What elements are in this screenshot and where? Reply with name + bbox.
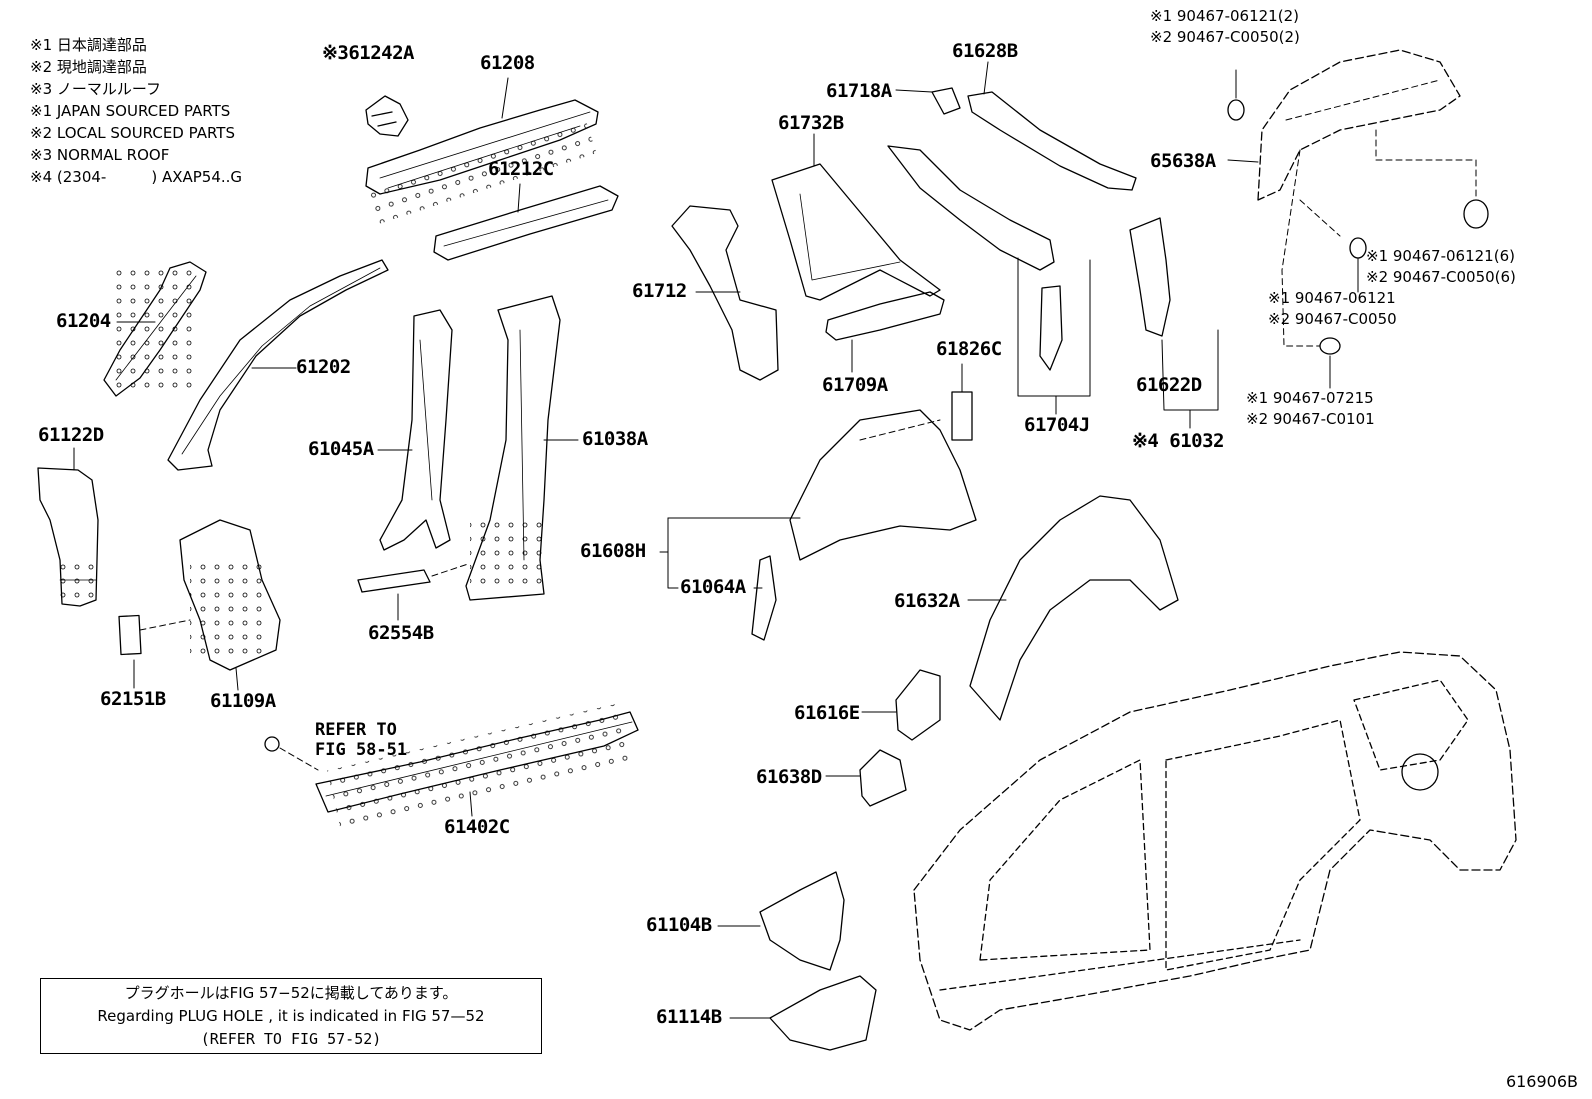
part-65638A-shape [1257,49,1461,201]
part-number-61709A[interactable]: 61709A [822,374,888,396]
part-61045A-shape [379,309,453,551]
refer-line: REFER TO [315,720,397,740]
part-61202-shape [167,259,389,471]
part-61638D-shape [859,749,907,807]
legend-item: ※3 ノーマルルーフ [30,80,161,98]
part-number-61632A[interactable]: 61632A [894,590,960,612]
part-62151B-shape [118,614,142,656]
part-61122D-shape [37,467,99,607]
fastener-note-top: ※1 90467-06121(2) ※2 90467-C0050(2) [1150,6,1300,48]
body-side-assembly [913,651,1517,1031]
part-number-61704J[interactable]: 61704J [1024,414,1090,436]
fastener-note-line[interactable]: ※1 90467-06121(6) [1366,247,1515,265]
part-number-61402C[interactable]: 61402C [444,816,510,838]
refer-note: REFER TO FIG 58-51 [315,720,407,760]
part-number-61204[interactable]: 61204 [56,310,111,332]
part-number-61712[interactable]: 61712 [632,280,687,302]
fastener-screw-low [1281,149,1341,389]
fastener-clip-mid [1299,199,1367,293]
part-number-61114B[interactable]: 61114B [656,1006,722,1028]
legend-item: ※2 現地調達部品 [30,58,147,76]
part-number-61045A[interactable]: 61045A [308,438,374,460]
part-number-61109A[interactable]: 61109A [210,690,276,712]
part-61628B-shape [967,91,1137,191]
legend-item: ※3 NORMAL ROOF [30,146,170,164]
part-61608H-shape [789,409,977,561]
part-number-61608H[interactable]: 61608H [580,540,646,562]
part-number-65638A[interactable]: 65638A [1150,150,1216,172]
part-number-62554B[interactable]: 62554B [368,622,434,644]
legend-item: ※2 LOCAL SOURCED PARTS [30,124,235,142]
legend-item: ※1 日本調達部品 [30,36,147,54]
part-number-61732B[interactable]: 61732B [778,112,844,134]
diagram-code: 616906B [1505,1072,1578,1091]
part-number-61032[interactable]: ※4 61032 [1132,430,1225,452]
fastener-note-low: ※1 90467-07215 ※2 90467-C0101 [1246,388,1375,430]
part-61208-shape [365,99,599,225]
legend: ※1 日本調達部品 ※2 現地調達部品 ※3 ノーマルルーフ ※1 JAPAN … [30,34,242,188]
plug-note-en: Regarding PLUG HOLE , it is indicated in… [97,1007,485,1025]
legend-item: ※4 (2304- ) AXAP54..G [30,168,243,186]
part-61038A-shape [465,295,561,601]
fastener-note-line[interactable]: ※2 90467-C0050(6) [1366,268,1516,286]
part-61242A-shape [365,95,409,137]
part-number-61104B[interactable]: 61104B [646,914,712,936]
part-61632A-shape [969,495,1179,721]
fastener-note-line[interactable]: ※2 90467-C0101 [1246,410,1375,428]
part-number-61212C[interactable]: 61212C [488,158,554,180]
part-61718A-shape [931,87,961,115]
fastener-note-line[interactable]: ※2 90467-C0050(2) [1150,28,1300,46]
fastener-note-mid: ※1 90467-06121 ※2 90467-C0050 [1268,288,1397,330]
part-61114B-shape [769,975,877,1051]
part-61064A-shape [751,555,777,641]
part-number-61202[interactable]: 61202 [296,356,351,378]
part-number-61122D[interactable]: 61122D [38,424,104,446]
legend-item: ※1 JAPAN SOURCED PARTS [30,102,231,120]
part-number-61718A[interactable]: 61718A [826,80,892,102]
part-61826C-shape [951,391,973,441]
part-62554B-shape [357,569,431,593]
part-number-61622D[interactable]: 61622D [1136,374,1202,396]
plug-hole-note: プラグホールはFIG 57−52に掲載してあります。 Regarding PLU… [40,978,542,1054]
part-61709A-shape [825,291,945,341]
plug-note-jp: プラグホールはFIG 57−52に掲載してあります。 [124,984,458,1002]
part-number-61638D[interactable]: 61638D [756,766,822,788]
part-61212C-shape [433,185,619,261]
part-61732B-shape [771,163,941,301]
refer-line[interactable]: FIG 58-51 [315,740,408,760]
plug-note-refer[interactable]: (REFER TO FIG 57-52) [200,1030,382,1048]
part-number-61208[interactable]: 61208 [480,52,535,74]
part-number-61064A[interactable]: 61064A [680,576,746,598]
part-number-61826C[interactable]: 61826C [936,338,1002,360]
fastener-clip-top [1227,69,1245,121]
part-61204-shape [103,261,207,397]
fastener-note-right: ※1 90467-06121(6) ※2 90467-C0050(6) [1366,246,1516,288]
part-61402C-shape [315,703,639,829]
fastener-note-line[interactable]: ※2 90467-C0050 [1268,310,1397,328]
fastener-note-line[interactable]: ※1 90467-07215 [1246,389,1374,407]
part-61109A-shape [179,519,281,671]
part-61622D-shape [1129,217,1171,337]
part-61704J-shape [887,145,1063,371]
part-61104B-shape [759,871,845,971]
part-number-61616E[interactable]: 61616E [794,702,860,724]
part-number-61628B[interactable]: 61628B [952,40,1018,62]
part-number-62151B[interactable]: 62151B [100,688,166,710]
part-number-61242A[interactable]: ※361242A [322,42,415,64]
part-61712-shape [671,205,779,381]
part-61616E-shape [895,669,941,741]
fastener-note-line[interactable]: ※1 90467-06121(2) [1150,7,1299,25]
fastener-note-line[interactable]: ※1 90467-06121 [1268,289,1396,307]
fastener-clip-right [1375,129,1489,229]
part-number-61038A[interactable]: 61038A [582,428,648,450]
